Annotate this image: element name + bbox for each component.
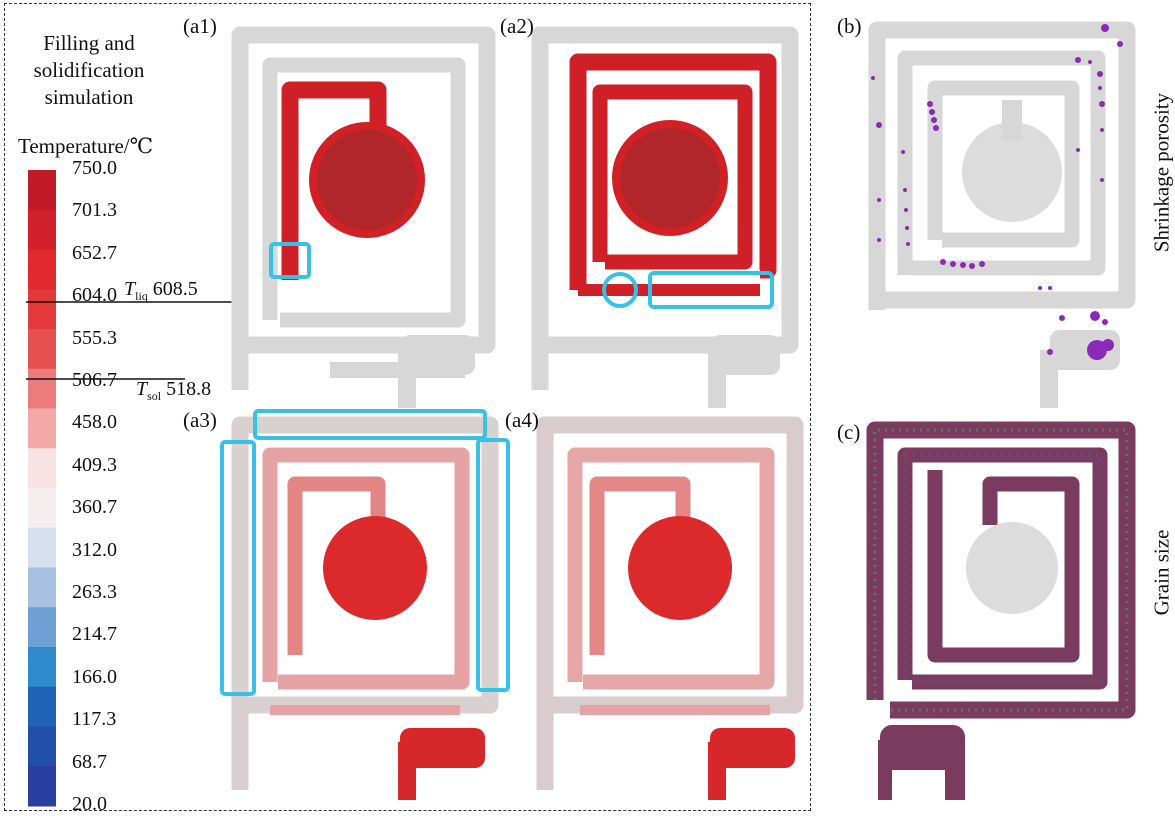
simulation-frame bbox=[4, 3, 811, 811]
panel-b-casting bbox=[868, 21, 1136, 408]
colorbar-segment bbox=[28, 686, 56, 727]
solidus-value: 518.8 bbox=[166, 378, 212, 400]
legend-tick-label: 604.0 bbox=[72, 284, 117, 307]
panel-a2-casting bbox=[531, 26, 799, 408]
liquidus-sub: liq bbox=[135, 289, 148, 303]
solidus-sub: sol bbox=[147, 389, 162, 403]
legend-tick-label: 117.3 bbox=[72, 708, 117, 731]
panel-label-a3: (a3) bbox=[183, 408, 217, 432]
legend-tick-label: 360.7 bbox=[72, 496, 117, 519]
panel-label-c: (c) bbox=[837, 420, 861, 444]
colorbar-segment bbox=[28, 249, 56, 290]
legend-tick-label: 214.7 bbox=[72, 623, 117, 646]
temperature-colorbar bbox=[28, 170, 56, 807]
panel-label-a1: (a1) bbox=[183, 14, 217, 38]
legend-title: Temperature/℃ bbox=[18, 134, 154, 158]
legend-tick-label: 750.0 bbox=[72, 157, 117, 179]
liquidus-marker: Tliq 608.5 bbox=[124, 278, 198, 304]
panel-label-a4: (a4) bbox=[505, 408, 539, 432]
legend-tick-label: 263.3 bbox=[72, 581, 117, 603]
legend-tick-label: 652.7 bbox=[72, 241, 117, 264]
legend-tick-label: 555.3 bbox=[72, 326, 117, 349]
colorbar-segment bbox=[28, 209, 56, 250]
colorbar-segment bbox=[28, 408, 56, 449]
panel-c-casting bbox=[866, 421, 1136, 800]
side-label-grain-size: Grain size bbox=[1149, 529, 1174, 616]
colorbar-segment bbox=[28, 527, 56, 568]
legend-tick-label: 20.0 bbox=[72, 793, 107, 815]
panel-label-b: (b) bbox=[837, 14, 862, 38]
legend-tick-label: 166.0 bbox=[72, 665, 117, 688]
colorbar-segment bbox=[28, 289, 56, 330]
legend-tick-label: 701.3 bbox=[72, 199, 117, 222]
panel-a4-casting bbox=[536, 416, 804, 800]
panel-a1-casting bbox=[231, 26, 496, 408]
colorbar-segment bbox=[28, 647, 56, 688]
colorbar-segment bbox=[28, 329, 56, 370]
liquidus-value: 608.5 bbox=[152, 278, 198, 300]
liquidus-symbol: T bbox=[124, 278, 136, 300]
solidus-marker: Tsol 518.8 bbox=[136, 378, 211, 404]
legend-tick-label: 409.3 bbox=[72, 453, 117, 476]
side-label-shrinkage: Shrinkage porosity bbox=[1149, 92, 1174, 253]
legend-tick-label: 506.7 bbox=[72, 369, 117, 391]
colorbar-segment bbox=[28, 488, 56, 529]
colorbar-segment bbox=[28, 726, 56, 767]
legend-tick-label: 312.0 bbox=[72, 538, 117, 561]
panel-a3-casting bbox=[220, 409, 510, 800]
figure-heading: Filling and solidification simulation bbox=[33, 31, 145, 109]
legend-tick-label: 68.7 bbox=[72, 750, 107, 773]
colorbar-segment bbox=[28, 567, 56, 608]
colorbar-segment bbox=[28, 766, 56, 807]
colorbar-segment bbox=[28, 448, 56, 489]
solidus-symbol: T bbox=[136, 378, 148, 400]
legend-tick-label: 458.0 bbox=[72, 411, 117, 434]
colorbar-segment bbox=[28, 170, 56, 211]
colorbar-segment bbox=[28, 368, 56, 409]
colorbar-segment bbox=[28, 607, 56, 648]
panel-label-a2: (a2) bbox=[500, 14, 534, 38]
